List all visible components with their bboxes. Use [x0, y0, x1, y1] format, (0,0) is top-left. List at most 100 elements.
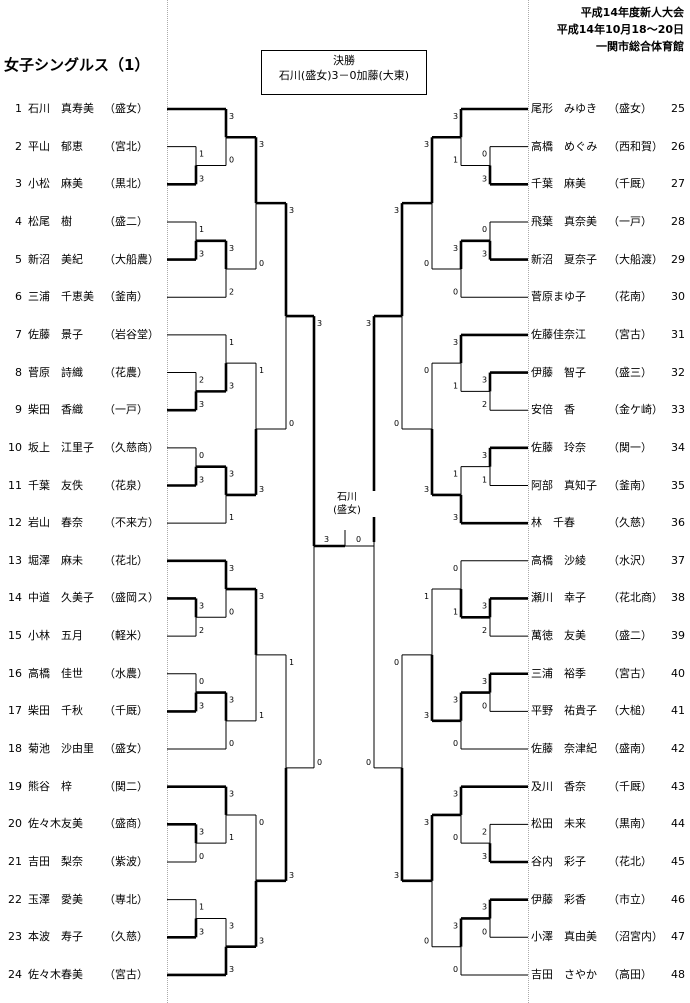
player-number: 1: [15, 102, 22, 115]
player-given-name: 沙由里: [61, 742, 94, 756]
final-label: 決勝: [333, 54, 355, 67]
player-given-name: 香織: [61, 403, 83, 417]
player-school: （一戸）: [104, 403, 148, 417]
player-row: 佐藤佳奈江（宮古）31: [528, 328, 690, 342]
player-row: 及川 香奈（千厩）43: [528, 780, 690, 794]
player-surname: 柴田: [28, 704, 50, 718]
player-given-name: 春奈: [61, 516, 83, 530]
game-score: 3: [453, 112, 458, 121]
player-row: 小澤 真由美（沼宮内）47: [528, 930, 690, 944]
game-score: 0: [289, 419, 294, 428]
game-score: 3: [229, 470, 234, 479]
player-school: （大船渡）: [608, 252, 663, 266]
player-name: 吉田 さやか: [531, 967, 597, 981]
game-score: 3: [259, 140, 264, 149]
player-row: 瀬川 幸子（花北商）38: [528, 591, 690, 605]
player-surname: 菊池: [28, 742, 50, 756]
player-surname: 松尾: [28, 214, 50, 228]
player-school: （不来方）: [104, 516, 159, 530]
player-number: 34: [671, 440, 685, 454]
player-school: （大槌）: [608, 704, 652, 718]
player-name: 新沼 夏奈子: [531, 252, 597, 266]
game-score: 3: [199, 827, 204, 836]
player-row: 谷内 彩子（花北）45: [528, 855, 690, 869]
player-surname: 坂上: [28, 440, 50, 454]
player-given-name: 佳世: [61, 666, 83, 680]
player-surname: 小林: [28, 629, 50, 643]
game-score: 3: [199, 400, 204, 409]
player-number: 15: [8, 629, 22, 643]
player-number: 12: [8, 516, 22, 530]
player-school: （盛女）: [104, 102, 148, 115]
player-name: 松田 未来: [531, 817, 586, 831]
player-given-name: 美紀: [61, 252, 83, 266]
game-score: 3: [424, 711, 429, 720]
player-surname: 平山: [28, 139, 50, 153]
player-name: 瀬川 幸子: [531, 591, 586, 605]
player-school: （金ケ崎）: [608, 403, 663, 417]
player-number: 25: [671, 102, 685, 115]
player-school: （花泉）: [104, 478, 148, 492]
player-school: （宮北）: [104, 139, 148, 153]
game-score: 3: [229, 244, 234, 253]
final-result-box: 決勝 石川(盛女)3－0加藤(大東): [261, 50, 427, 95]
player-surname: 高橋: [28, 666, 50, 680]
game-score: 1: [424, 592, 429, 601]
game-score: 3: [482, 451, 487, 460]
player-row: 新沼 夏奈子（大船渡）29: [528, 253, 690, 267]
game-score: 0: [424, 937, 429, 946]
player-name: 佐藤佳奈江: [531, 327, 586, 341]
game-score: 3: [482, 376, 487, 385]
player-surname: 吉田: [28, 855, 50, 868]
game-score: 1: [199, 150, 204, 159]
game-score: 1: [453, 607, 458, 616]
player-number: 10: [8, 440, 22, 454]
player-row: 飛葉 真奈美（一戸）28: [528, 215, 690, 229]
game-score: 0: [453, 833, 458, 842]
game-score: 1: [229, 513, 234, 522]
game-score: 1: [199, 903, 204, 912]
game-score: 3: [199, 927, 204, 936]
game-score: 0: [394, 419, 399, 428]
champion-name: 石川: [337, 492, 357, 503]
game-score: 3: [199, 174, 204, 183]
player-number: 45: [671, 855, 685, 868]
player-number: 42: [671, 742, 685, 756]
player-school: （市立）: [608, 892, 652, 906]
player-surname: 菅原: [28, 365, 50, 379]
game-score: 3: [317, 319, 322, 328]
game-score: 3: [482, 903, 487, 912]
player-number: 21: [8, 855, 22, 868]
player-number: 13: [8, 553, 22, 567]
player-name: 佐藤 玲奈: [531, 440, 586, 454]
game-score: 3: [199, 476, 204, 485]
player-school: （盛二）: [104, 214, 148, 228]
player-surname: 本波: [28, 930, 50, 944]
player-number: 39: [671, 629, 685, 643]
game-score: 3: [229, 564, 234, 573]
player-name: 萬徳 友美: [531, 629, 586, 643]
game-score: 0: [259, 259, 264, 268]
player-name: 平野 祐貴子: [531, 704, 597, 718]
player-number: 32: [671, 365, 685, 379]
game-score: 3: [482, 677, 487, 686]
player-school: （専北）: [104, 892, 148, 906]
game-score: 0: [229, 607, 234, 616]
game-score: 3: [199, 250, 204, 259]
game-score: 3: [229, 112, 234, 121]
game-score: 1: [229, 338, 234, 347]
player-name: 林 千春: [531, 516, 575, 530]
game-score: 3: [229, 696, 234, 705]
player-given-name: 千恵美: [61, 290, 94, 304]
player-number: 3: [15, 177, 22, 191]
player-surname: 熊谷: [28, 779, 50, 793]
player-school: （黒北）: [104, 177, 148, 191]
player-number: 48: [671, 967, 685, 981]
player-school: （軽米）: [104, 629, 148, 643]
player-given-name: 景子: [61, 327, 83, 341]
